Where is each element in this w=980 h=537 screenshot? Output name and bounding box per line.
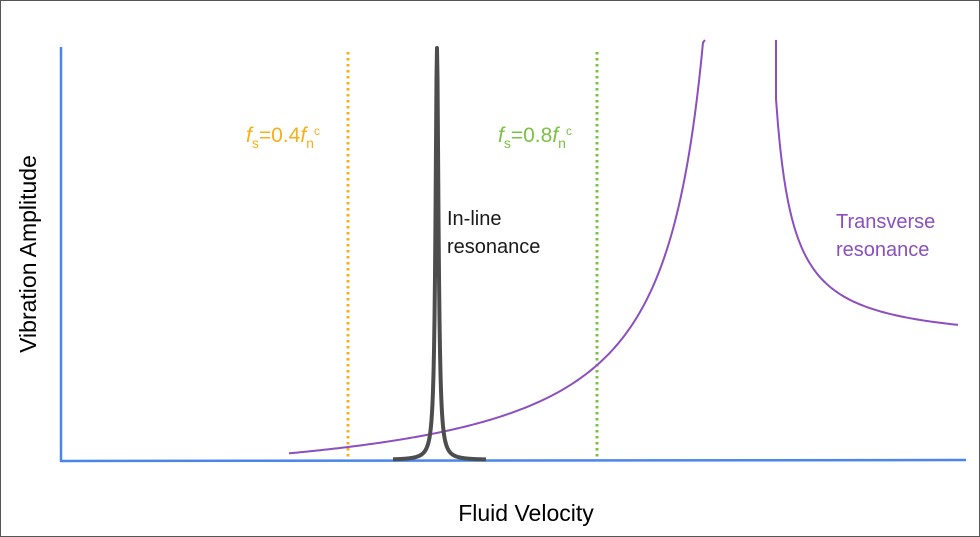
marker-label-f2: f [552, 124, 560, 147]
transverse-resonance-curve [288, 39, 959, 455]
marker-label-sup-c: c [314, 124, 320, 138]
marker-label-f2: f [300, 124, 308, 147]
marker-label-sub-n: n [306, 135, 314, 151]
inline-resonance-label-line-1: In-line [447, 208, 501, 230]
transverse-resonance-label-line-2: resonance [836, 239, 929, 261]
marker-label-f: f [246, 124, 254, 147]
inline-resonance-curve [391, 46, 488, 462]
marker-label-fs-0.4: fs=0.4fnc [246, 124, 320, 151]
x-axis [59, 458, 967, 463]
marker-label-ratio: =0.4 [259, 124, 301, 147]
x-axis-title: Fluid Velocity [458, 500, 594, 526]
marker-label-sub-s: s [504, 135, 511, 151]
marker-label-ratio: =0.8 [511, 124, 552, 147]
marker-label-fs-0.8: fs=0.8fnc [498, 124, 572, 151]
marker-label-sub-n: n [558, 135, 566, 151]
inline-resonance-label-line-2: resonance [447, 236, 540, 258]
marker-label-sup-c: c [566, 124, 572, 138]
transverse-resonance-label: Transverse resonance [836, 211, 941, 261]
marker-label-sub-s: s [252, 135, 259, 151]
y-axis-title: Vibration Amplitude [15, 155, 41, 353]
transverse-resonance-label-line-1: Transverse [836, 211, 935, 233]
marker-label-f: f [498, 124, 506, 147]
inline-resonance-label: In-line resonance [447, 208, 540, 258]
